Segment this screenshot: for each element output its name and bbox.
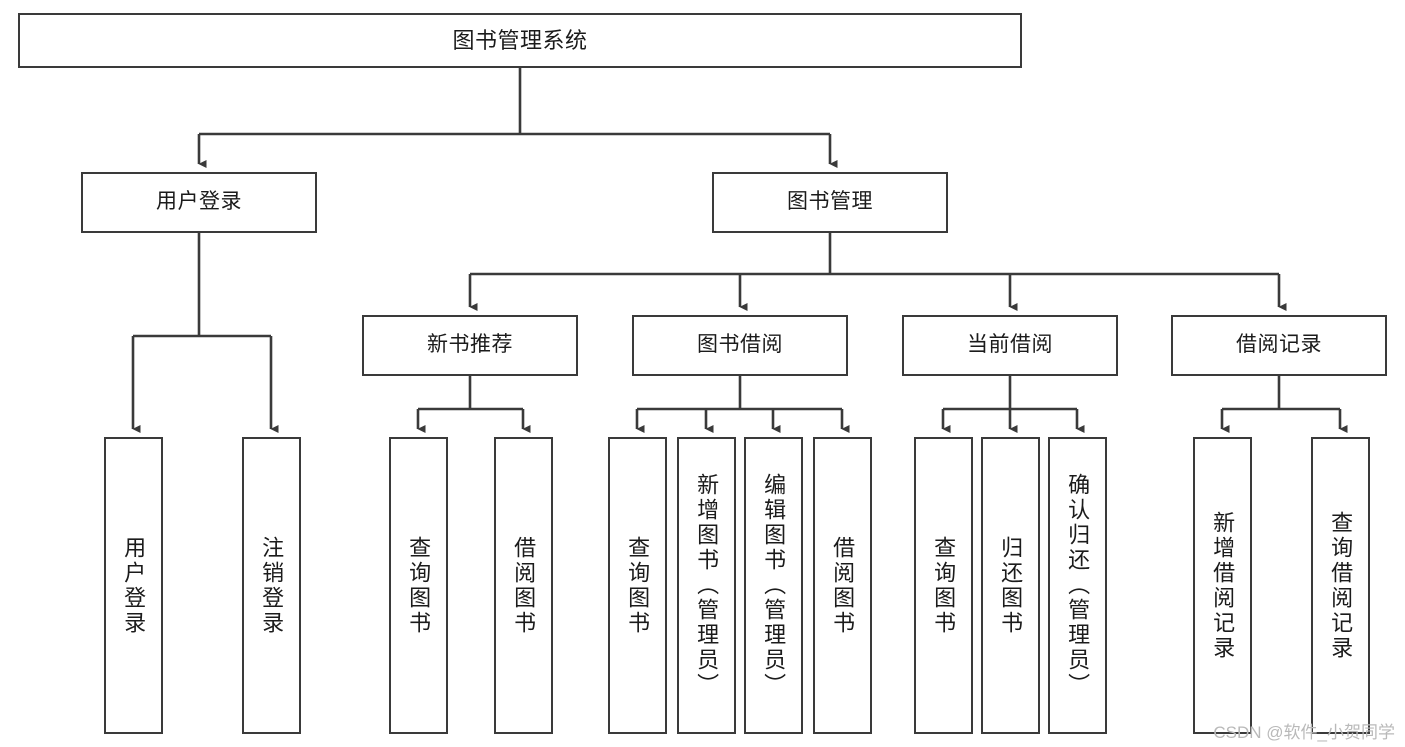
- node-label: 用户登录: [121, 535, 147, 636]
- node-book-borrow[interactable]: 图书借阅: [632, 315, 848, 376]
- watermark-text: CSDN @软件_小贺同学: [1213, 723, 1395, 742]
- leaf-book-borrow-lend[interactable]: 借阅图书: [813, 437, 872, 734]
- node-label: 查询图书: [625, 535, 651, 636]
- node-label: 查询图书: [931, 535, 957, 636]
- leaf-new-book-query[interactable]: 查询图书: [389, 437, 448, 734]
- node-label: 确认归还（管理员）: [1065, 473, 1091, 698]
- leaf-book-borrow-edit[interactable]: 编辑图书（管理员）: [744, 437, 803, 734]
- node-label: 归还图书: [998, 535, 1024, 636]
- leaf-book-borrow-add[interactable]: 新增图书（管理员）: [677, 437, 736, 734]
- leaf-borrow-record-query[interactable]: 查询借阅记录: [1311, 437, 1370, 734]
- node-book-management[interactable]: 图书管理: [712, 172, 948, 233]
- leaf-user-login-signin[interactable]: 用户登录: [104, 437, 163, 734]
- leaf-user-login-signout[interactable]: 注销登录: [242, 437, 301, 734]
- node-root-book-management-system[interactable]: 图书管理系统: [18, 13, 1022, 68]
- node-current-borrow[interactable]: 当前借阅: [902, 315, 1118, 376]
- node-label: 新书推荐: [427, 333, 513, 357]
- node-label: 借阅记录: [1236, 333, 1322, 357]
- node-new-book-recommend[interactable]: 新书推荐: [362, 315, 578, 376]
- node-label: 查询图书: [406, 535, 432, 636]
- node-label: 图书借阅: [697, 333, 783, 357]
- node-label: 借阅图书: [830, 535, 856, 636]
- node-label: 编辑图书（管理员）: [761, 473, 787, 698]
- leaf-borrow-record-add[interactable]: 新增借阅记录: [1193, 437, 1252, 734]
- node-label: 图书管理: [787, 190, 873, 214]
- node-label: 用户登录: [156, 190, 242, 214]
- leaf-current-borrow-confirm-return[interactable]: 确认归还（管理员）: [1048, 437, 1107, 734]
- leaf-new-book-borrow[interactable]: 借阅图书: [494, 437, 553, 734]
- node-label: 新增图书（管理员）: [694, 473, 720, 698]
- node-label: 当前借阅: [967, 333, 1053, 357]
- node-label: 借阅图书: [511, 535, 537, 636]
- node-label: 图书管理系统: [452, 27, 588, 53]
- leaf-current-borrow-query[interactable]: 查询图书: [914, 437, 973, 734]
- node-borrow-record[interactable]: 借阅记录: [1171, 315, 1387, 376]
- leaf-current-borrow-return[interactable]: 归还图书: [981, 437, 1040, 734]
- leaf-book-borrow-query[interactable]: 查询图书: [608, 437, 667, 734]
- node-label: 注销登录: [259, 535, 285, 636]
- node-label: 查询借阅记录: [1328, 510, 1354, 661]
- node-user-login[interactable]: 用户登录: [81, 172, 317, 233]
- node-label: 新增借阅记录: [1210, 510, 1236, 661]
